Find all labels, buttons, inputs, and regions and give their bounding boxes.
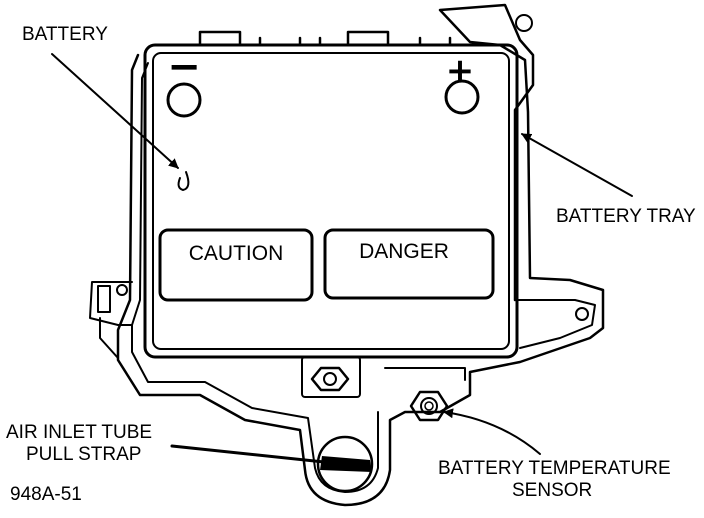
danger-text: DANGER bbox=[359, 240, 449, 263]
battery-label: BATTERY bbox=[22, 24, 108, 45]
air-inlet-label-line1: AIR INLET TUBE bbox=[6, 422, 152, 443]
negative-terminal bbox=[166, 82, 202, 118]
caution-text: CAUTION bbox=[189, 242, 284, 265]
figure-code: 948A-51 bbox=[10, 484, 82, 505]
battery-leader bbox=[51, 53, 179, 169]
caution-panel bbox=[158, 228, 314, 302]
temp-sensor-label-line2: SENSOR bbox=[512, 480, 592, 501]
pull-strap-leader bbox=[170, 444, 364, 471]
negative-symbol: − bbox=[167, 44, 201, 90]
air-inlet-label-line2: PULL STRAP bbox=[26, 444, 141, 465]
temp-sensor-leader bbox=[443, 408, 541, 455]
battery-temperature-sensor bbox=[409, 390, 449, 422]
temp-sensor-label-line1: BATTERY TEMPERATURE bbox=[438, 458, 671, 479]
battery-tray-leader bbox=[521, 133, 633, 197]
battery-tray-label: BATTERY TRAY bbox=[556, 206, 696, 227]
hold-down-nut bbox=[301, 356, 361, 398]
positive-terminal bbox=[444, 79, 480, 115]
danger-panel bbox=[323, 228, 495, 300]
positive-symbol: + bbox=[446, 51, 475, 91]
